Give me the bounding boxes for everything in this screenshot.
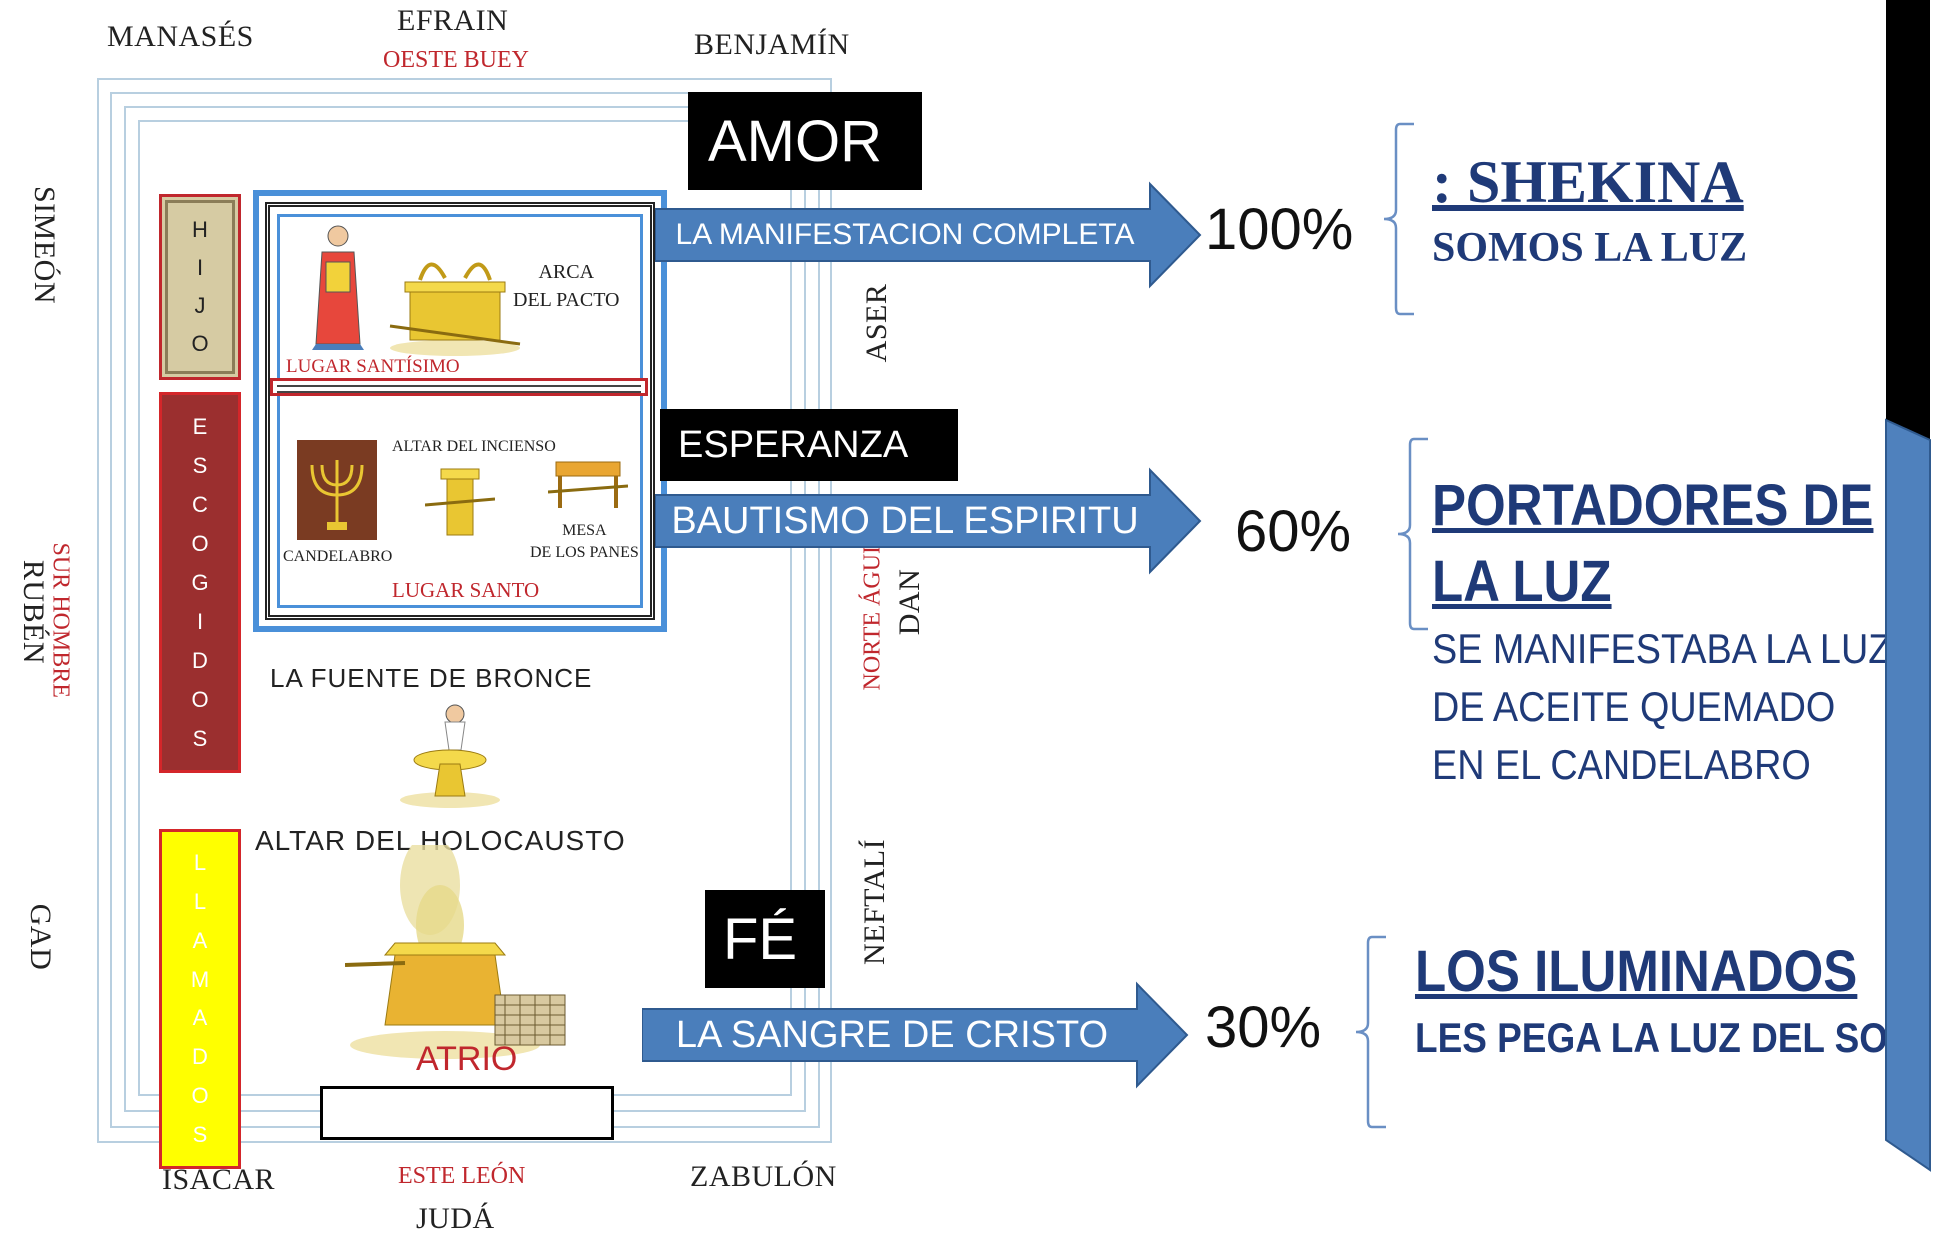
arrow-sangre-label: LA SANGRE DE CRISTO bbox=[675, 1013, 1109, 1056]
high-priest-illustration bbox=[312, 225, 364, 350]
tabernacle-inner-blue bbox=[277, 214, 643, 608]
arrow-manifestacion-label: LA MANIFESTACION COMPLETA bbox=[675, 218, 1135, 251]
arca-label: ARCA DEL PACTO bbox=[513, 258, 620, 314]
llamados-letter: S bbox=[192, 1121, 208, 1147]
portadores-title: PORTADORES DE LA LUZ bbox=[1432, 468, 1873, 620]
tribe-benjamin: BENJAMÍN bbox=[694, 28, 850, 61]
tribe-zabulon: ZABULÓN bbox=[690, 1160, 837, 1193]
bracket-iluminados bbox=[1355, 935, 1386, 1129]
virtue-esperanza: ESPERANZA bbox=[660, 409, 958, 481]
percent-30: 30% bbox=[1205, 995, 1322, 1060]
arca-label-line2: DEL PACTO bbox=[513, 289, 620, 311]
portadores-description-line1: SE MANIFESTABA LA LUZ bbox=[1432, 625, 1892, 672]
tribe-manases: MANASÉS bbox=[107, 20, 254, 53]
lugar-santisimo-label: LUGAR SANTÍSIMO bbox=[286, 356, 460, 377]
tribe-simeon: SIMEÓN bbox=[28, 186, 61, 305]
hijo-letter: J bbox=[194, 293, 206, 318]
direction-north: NORTE ÁGUI bbox=[859, 545, 886, 691]
escogidos-letter: I bbox=[196, 608, 204, 634]
tribe-ruben: RUBÉN bbox=[17, 559, 50, 665]
shekina-title: : SHEKINA bbox=[1432, 149, 1744, 215]
virtue-amor: AMOR bbox=[688, 92, 922, 190]
escogidos-letter: C bbox=[192, 491, 208, 517]
tribe-aser: ASER bbox=[860, 283, 893, 363]
escogidos-letter: S bbox=[192, 452, 208, 478]
arrow-bautismo-label: BAUTISMO DEL ESPIRITU bbox=[671, 499, 1139, 542]
iluminados-subtitle: LES PEGA LA LUZ DEL SOL bbox=[1415, 1014, 1911, 1061]
side-bar-decoration bbox=[1885, 0, 1931, 1172]
llamados-letter: O bbox=[191, 1082, 209, 1108]
escogidos-letter: E bbox=[192, 413, 208, 439]
candelabro-illustration bbox=[297, 440, 377, 540]
column-hijo: H I J O bbox=[159, 194, 241, 380]
outer-court-frame-1 bbox=[97, 78, 832, 1143]
hijo-letter: O bbox=[191, 331, 209, 356]
tribe-efrain: EFRAIN bbox=[397, 4, 509, 37]
mesa-label-line1: MESA bbox=[562, 522, 607, 539]
bracket-portadores bbox=[1397, 437, 1428, 631]
escogidos-letter: D bbox=[192, 647, 208, 673]
arrow-bautismo bbox=[655, 467, 1202, 575]
tribe-neftali: NEFTALÍ bbox=[858, 838, 891, 965]
llamados-letter: M bbox=[190, 966, 210, 992]
escogidos-letter: O bbox=[191, 686, 209, 712]
escogidos-letter: G bbox=[191, 569, 209, 595]
ark-of-covenant-illustration bbox=[389, 262, 521, 356]
mesa-label-line2: DE LOS PANES bbox=[530, 544, 639, 561]
altar-incienso-label: ALTAR DEL INCIENSO bbox=[392, 438, 556, 455]
portadores-title-line2: LA LUZ bbox=[1432, 549, 1612, 614]
tribe-dan: DAN bbox=[893, 568, 926, 636]
tabernacle-inner-wall bbox=[265, 202, 655, 620]
fuente-bronce-label: LA FUENTE DE BRONCE bbox=[270, 663, 593, 693]
hijo-letter: H bbox=[192, 217, 208, 242]
escogidos-letter: O bbox=[191, 530, 209, 556]
veil-bar bbox=[270, 378, 648, 396]
portadores-description-line2: DE ACEITE QUEMADO bbox=[1432, 683, 1836, 730]
virtue-fe: FÉ bbox=[705, 890, 825, 988]
court-gate bbox=[320, 1086, 614, 1140]
tribe-juda: JUDÁ bbox=[416, 1202, 495, 1235]
portadores-title-line1: PORTADORES DE bbox=[1432, 473, 1874, 538]
portadores-description-line3: EN EL CANDELABRO bbox=[1432, 741, 1811, 788]
arrow-manifestacion bbox=[655, 181, 1202, 289]
hijo-letter: I bbox=[196, 255, 204, 280]
lugar-santo-label: LUGAR SANTO bbox=[392, 578, 540, 602]
llamados-letter: L bbox=[193, 889, 207, 915]
direction-east: ESTE LEÓN bbox=[398, 1163, 526, 1189]
tribe-gad: GAD bbox=[24, 903, 57, 971]
column-llamados: L L A M A D O S bbox=[159, 829, 241, 1169]
llamados-letter: D bbox=[192, 1044, 208, 1070]
escogidos-letter: S bbox=[192, 725, 208, 751]
arca-label-line1: ARCA bbox=[538, 261, 595, 283]
shekina-subtitle: SOMOS LA LUZ bbox=[1432, 225, 1748, 271]
fuente-bronce-illustration bbox=[400, 704, 500, 808]
direction-south: SUR HOMBRE bbox=[47, 542, 74, 698]
direction-west: OESTE BUEY bbox=[383, 47, 529, 73]
candelabro-label: CANDELABRO bbox=[283, 548, 393, 565]
mesa-label: MESA DE LOS PANES bbox=[530, 520, 639, 564]
bracket-shekina bbox=[1383, 122, 1414, 316]
altar-incienso-illustration bbox=[425, 468, 495, 536]
percent-60: 60% bbox=[1235, 499, 1352, 564]
atrio-label: ATRIO bbox=[416, 1040, 518, 1078]
percent-100: 100% bbox=[1205, 197, 1354, 262]
llamados-letter: A bbox=[192, 1005, 208, 1031]
llamados-letter: A bbox=[192, 927, 208, 953]
arrow-sangre bbox=[642, 981, 1189, 1089]
llamados-letter: L bbox=[193, 850, 207, 876]
altar-holocausto-illustration bbox=[345, 845, 566, 1059]
iluminados-title: LOS ILUMINADOS bbox=[1415, 939, 1858, 1004]
mesa-panes-illustration bbox=[548, 461, 628, 508]
portadores-description: SE MANIFESTABA LA LUZ DE ACEITE QUEMADO … bbox=[1432, 620, 1891, 794]
column-escogidos: E S C O G I D O S bbox=[159, 392, 241, 773]
